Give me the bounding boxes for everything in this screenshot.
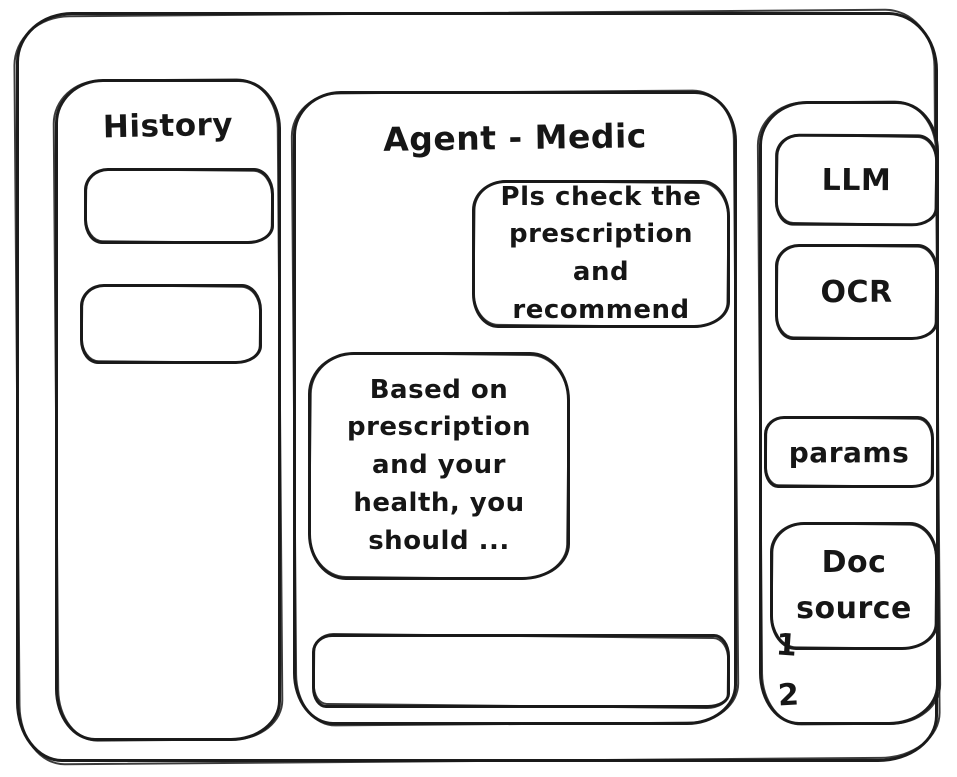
tools-panel: LLM OCR params Doc source 1 2 — [759, 101, 939, 725]
history-item[interactable] — [80, 284, 262, 364]
chat-input-box[interactable] — [312, 634, 730, 708]
doc-source-button[interactable]: Doc source — [770, 522, 938, 650]
history-item[interactable] — [84, 168, 274, 244]
user-message-bubble: Pls check the prescription and recommend — [472, 180, 730, 328]
doc-source-item[interactable]: 2 — [777, 677, 800, 714]
history-panel: History — [55, 79, 281, 741]
chat-input[interactable] — [325, 641, 717, 701]
chat-panel: Agent - Medic Pls check the prescription… — [293, 91, 737, 725]
app-window-frame: History Agent - Medic Pls check the pres… — [16, 12, 939, 762]
params-button[interactable]: params — [764, 416, 934, 488]
assistant-message-bubble: Based on prescription and your health, y… — [308, 352, 570, 580]
ocr-button[interactable]: OCR — [775, 244, 938, 340]
chat-panel-title: Agent - Medic — [382, 116, 648, 159]
llm-button[interactable]: LLM — [774, 133, 939, 227]
doc-source-item[interactable]: 1 — [774, 627, 799, 664]
history-panel-title: History — [102, 106, 234, 146]
